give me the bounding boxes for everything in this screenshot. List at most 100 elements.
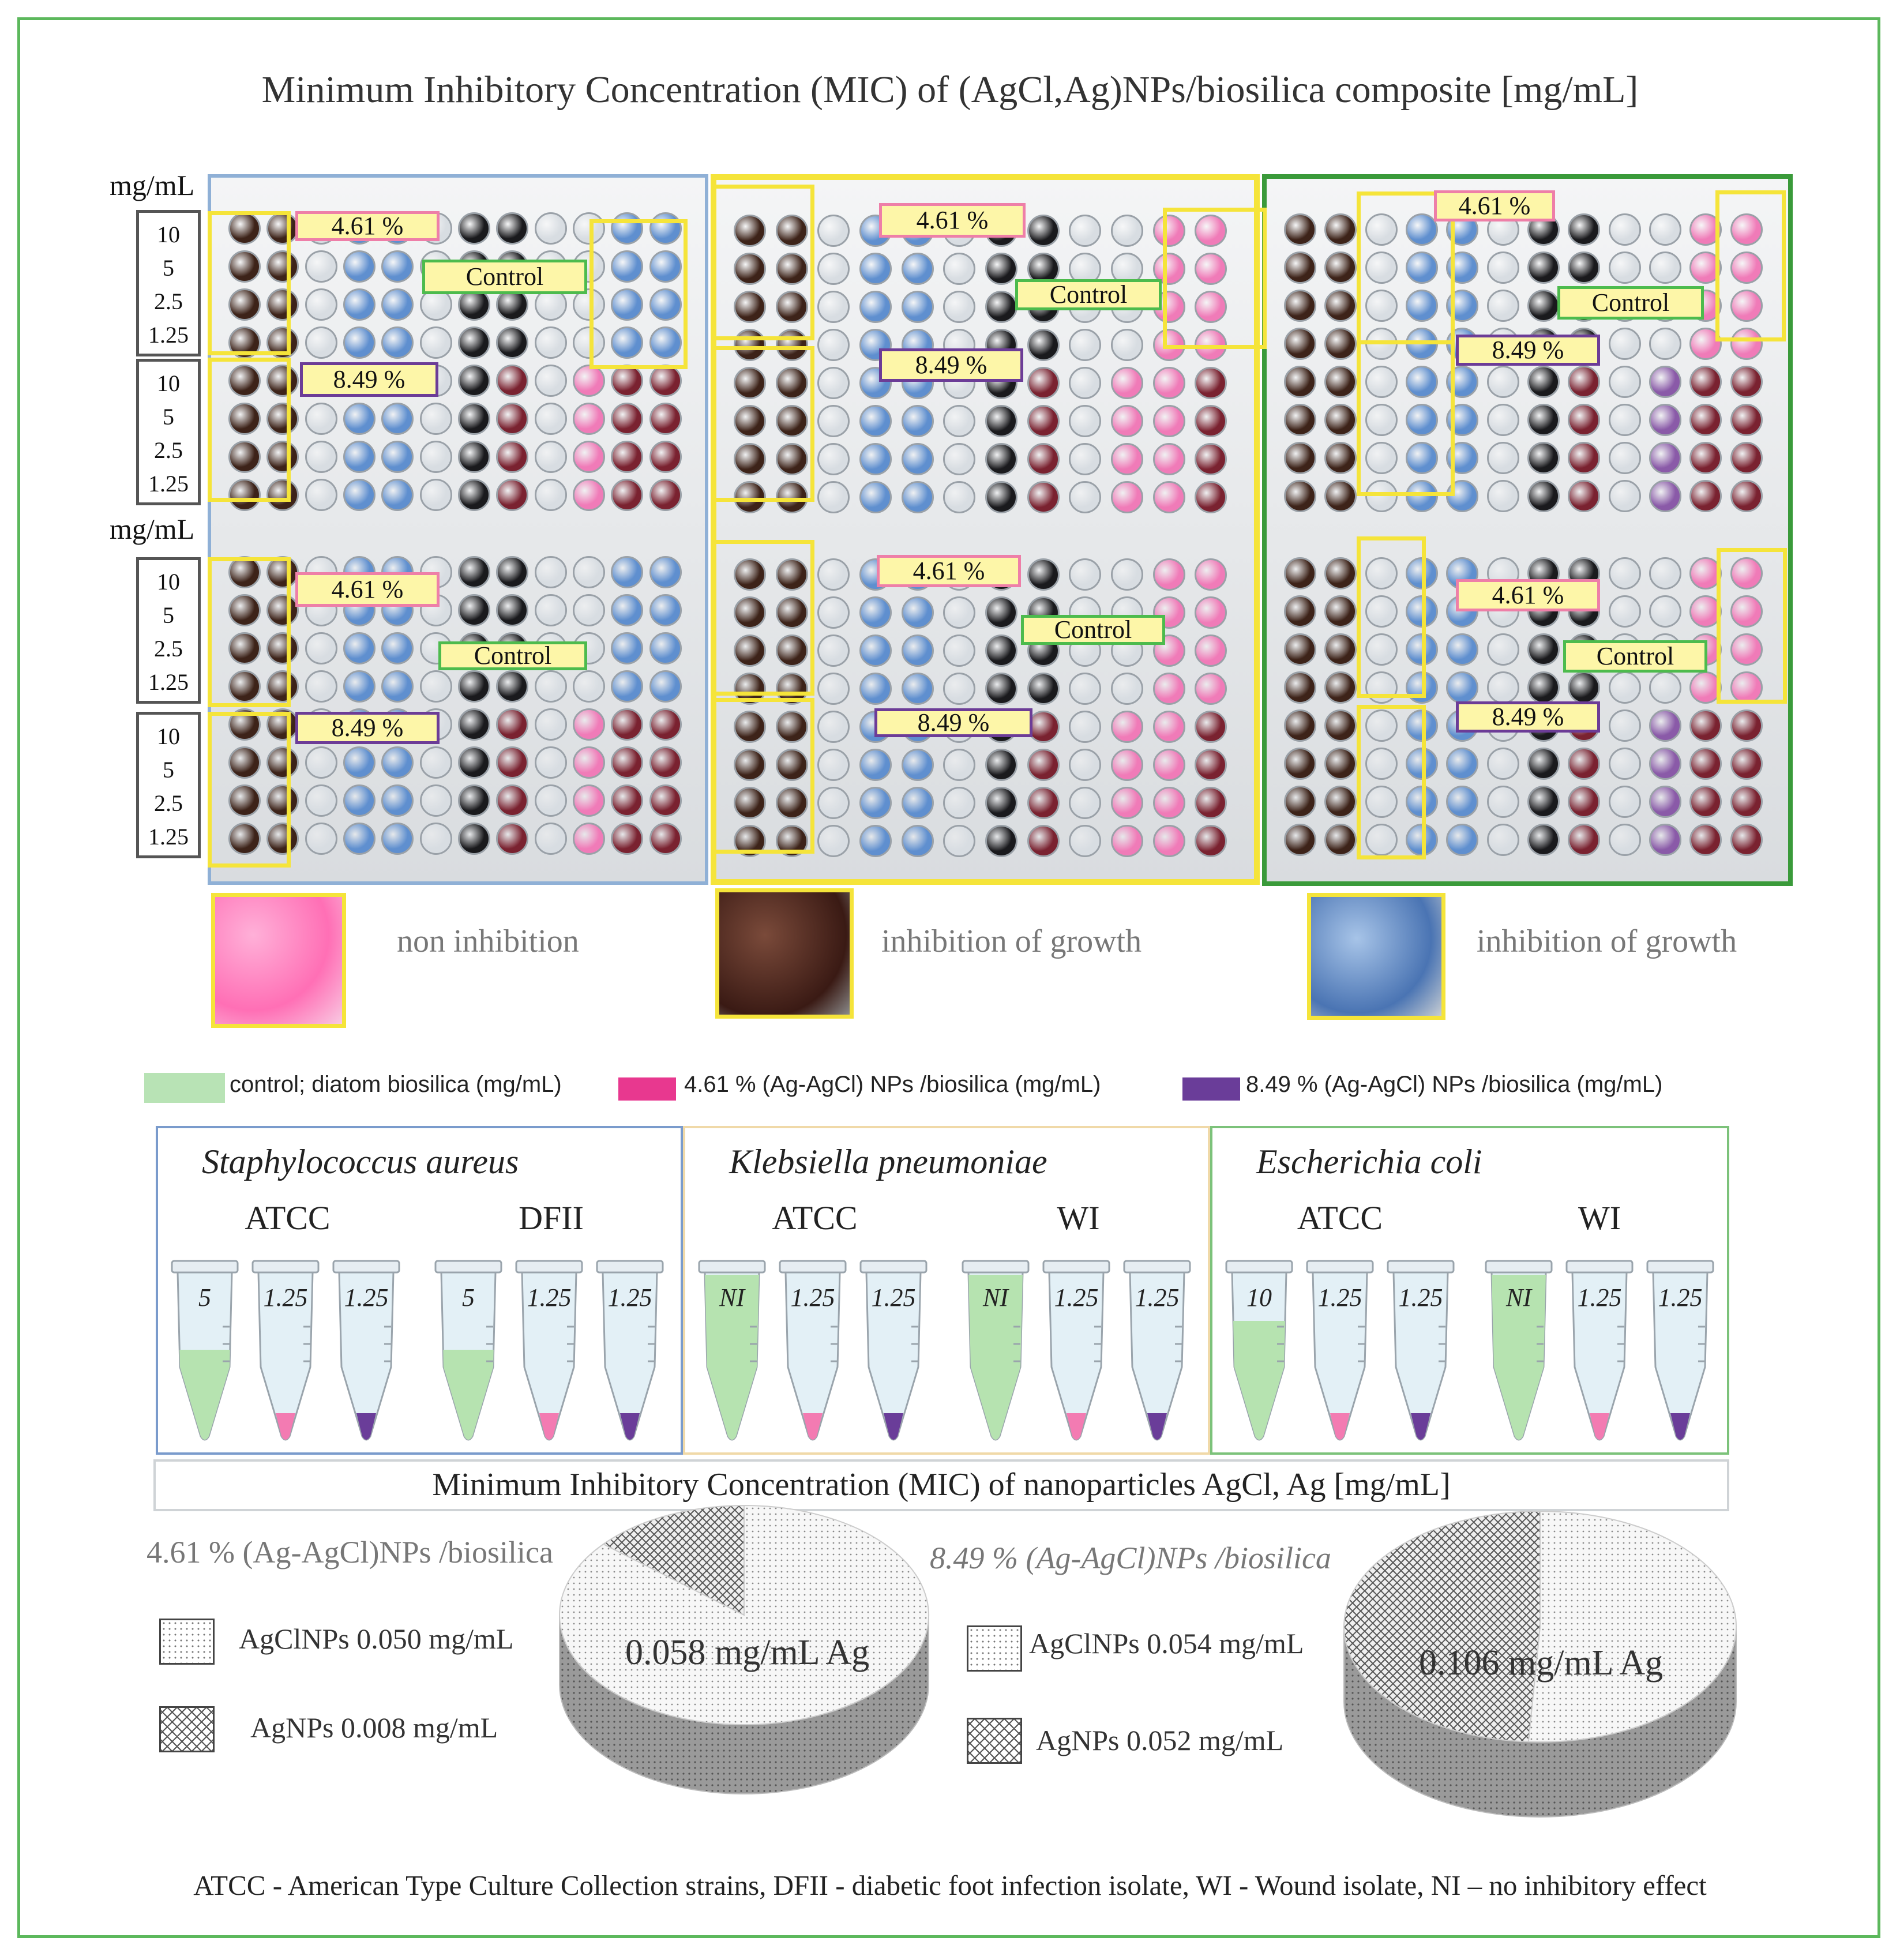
well <box>1608 595 1641 628</box>
tube-mic-value: 1.25 <box>1658 1283 1703 1312</box>
legend-swatch-849 <box>1182 1077 1240 1101</box>
well <box>859 291 892 323</box>
well <box>775 596 808 629</box>
microtube-icon <box>779 1260 847 1441</box>
concentration-value: 10 <box>157 221 180 247</box>
well <box>1568 748 1601 780</box>
well <box>859 787 892 819</box>
pct-461-label: 4.61 % <box>295 572 440 607</box>
well <box>611 746 644 779</box>
well <box>1689 442 1722 474</box>
well <box>305 823 337 855</box>
legend-label-control: control; diatom biosilica (mg/mL) <box>230 1072 562 1097</box>
well <box>1324 366 1357 398</box>
well <box>943 253 976 285</box>
well <box>266 746 299 779</box>
well <box>859 825 892 857</box>
highlight-box <box>1715 190 1786 341</box>
well <box>901 253 934 285</box>
well <box>859 673 892 705</box>
pct-849-label: 8.49 % <box>874 708 1032 737</box>
well <box>1527 480 1560 512</box>
concentration-value: 1.25 <box>148 669 189 695</box>
well <box>573 288 605 321</box>
well <box>1406 290 1438 322</box>
strain-label: ATCC <box>1297 1199 1383 1237</box>
well <box>1446 824 1479 856</box>
well <box>859 634 892 667</box>
well <box>573 441 605 473</box>
well <box>1027 481 1060 513</box>
well <box>1111 558 1143 591</box>
pct-849-label: 8.49 % <box>1456 701 1600 733</box>
well <box>343 479 376 511</box>
well <box>1568 824 1601 856</box>
tube-mic-value: NI <box>983 1283 1008 1312</box>
microtube-icon <box>1646 1260 1714 1441</box>
well <box>611 708 644 741</box>
concentration-value: 1.25 <box>148 471 189 497</box>
well <box>1689 557 1722 589</box>
well <box>496 365 529 397</box>
microtube-icon <box>332 1260 400 1441</box>
pct-849-label: 8.49 % <box>879 348 1023 382</box>
well <box>1730 213 1763 246</box>
well <box>1730 824 1763 856</box>
well <box>458 365 490 397</box>
well <box>775 291 808 323</box>
well <box>1730 366 1763 398</box>
well <box>1608 404 1641 436</box>
well <box>1608 671 1641 704</box>
well <box>305 784 337 817</box>
well <box>611 212 644 245</box>
well <box>1069 329 1102 361</box>
pie-right-legend-agcl-pattern <box>967 1625 1022 1672</box>
well <box>266 441 299 473</box>
control-label: Control <box>1563 640 1707 673</box>
well <box>817 711 850 743</box>
tube-mic-value: 1.25 <box>1577 1283 1622 1312</box>
well <box>458 784 490 817</box>
well <box>901 481 934 513</box>
concentration-value: 5 <box>163 602 174 628</box>
highlight-box <box>1357 340 1455 496</box>
well <box>817 405 850 437</box>
well <box>228 670 261 703</box>
well <box>985 787 1017 819</box>
well <box>1324 404 1357 436</box>
well <box>649 632 682 664</box>
well <box>1152 825 1185 857</box>
well <box>228 746 261 779</box>
well <box>611 670 644 703</box>
legend-swatch-control <box>144 1073 225 1103</box>
well <box>419 784 452 817</box>
strain-label: ATCC <box>245 1199 331 1237</box>
well <box>1324 595 1357 628</box>
well <box>901 825 934 857</box>
well <box>458 403 490 435</box>
well <box>343 632 376 664</box>
well <box>1069 711 1102 743</box>
well <box>1568 251 1601 284</box>
well <box>573 746 605 779</box>
concentration-value: 10 <box>157 370 180 396</box>
well <box>985 749 1017 781</box>
well <box>1608 709 1641 742</box>
concentration-value: 10 <box>157 569 180 595</box>
well <box>901 443 934 475</box>
well <box>573 784 605 817</box>
well <box>734 787 766 819</box>
well <box>343 288 376 321</box>
well <box>1608 442 1641 474</box>
footnote: ATCC - American Type Culture Collection … <box>193 1869 1707 1901</box>
well <box>817 215 850 247</box>
well <box>343 403 376 435</box>
tube-mic-value: 1.25 <box>1398 1283 1443 1312</box>
well <box>775 711 808 743</box>
well <box>1195 481 1227 513</box>
microtube-icon <box>1306 1260 1374 1441</box>
well <box>734 481 766 513</box>
well <box>817 673 850 705</box>
well <box>1568 480 1601 512</box>
